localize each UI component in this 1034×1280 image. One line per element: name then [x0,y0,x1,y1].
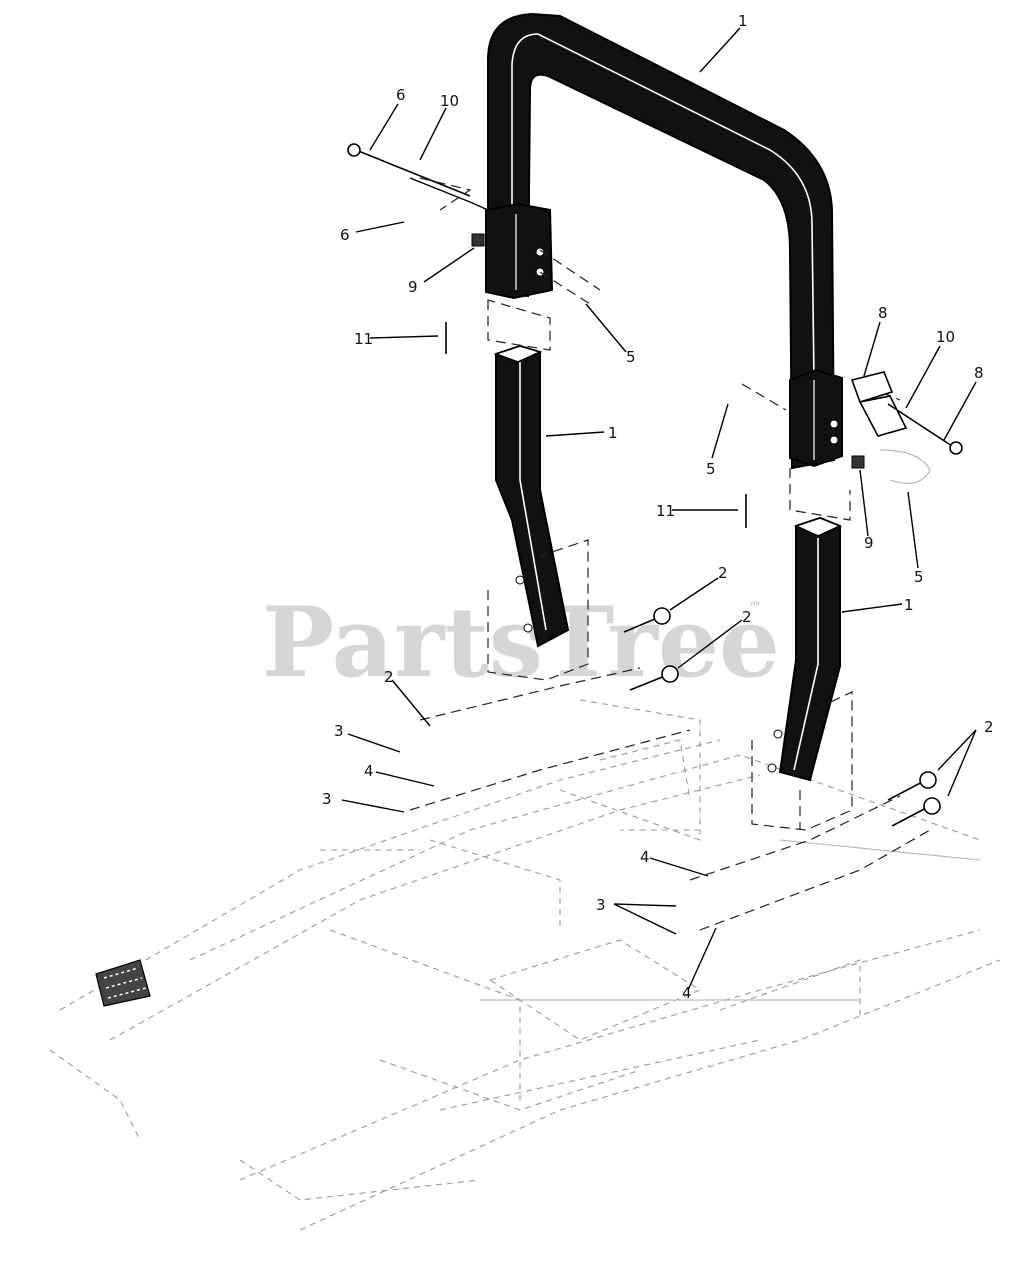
callout-11-right: 11 [656,502,675,520]
callout-1-leftleg: 1 [608,424,618,442]
callout-10-topleft: 10 [440,92,459,110]
callout-3-c: 3 [596,896,606,914]
callout-2-c: 2 [384,668,394,686]
callout-3-b: 3 [322,790,332,808]
callout-5-right-b: 5 [914,568,924,586]
watermark: PartsTree ™ [262,586,780,699]
callout-leaders [341,27,977,991]
grip-part [95,959,151,1007]
callout-8-right-b: 8 [974,364,984,382]
upper-roll-bar [485,12,843,470]
callout-5-right-a: 5 [706,460,716,478]
callout-3-a: 3 [334,722,344,740]
left-leg-tube [493,344,570,648]
hardware [347,143,963,827]
right-leg-tube [767,516,843,782]
callout-1-top: 1 [738,12,748,30]
callout-2-right: 2 [984,718,994,736]
callout-5-left: 5 [626,348,636,366]
callout-9-left: 9 [408,278,418,296]
callout-8-right-a: 8 [878,304,888,322]
watermark-trademark: ™ [748,600,762,616]
callout-2-b: 2 [742,608,752,626]
callout-10-right: 10 [936,328,955,346]
callout-4-c: 4 [682,984,692,1002]
watermark-text: PartsTree [262,586,780,699]
callout-labels: 1 6 10 6 9 11 5 1 8 10 8 5 11 9 5 1 2 2 … [322,12,994,1002]
callout-9-right: 9 [864,534,874,552]
callout-11-left: 11 [354,330,373,348]
callout-4-a: 4 [364,762,374,780]
callout-4-b: 4 [640,848,650,866]
callout-6-topleft: 6 [396,86,406,104]
mower-frame [49,699,1001,1231]
callout-6-left: 6 [340,226,350,244]
callout-1-rightleg: 1 [904,596,914,614]
callout-2-a: 2 [718,564,728,582]
